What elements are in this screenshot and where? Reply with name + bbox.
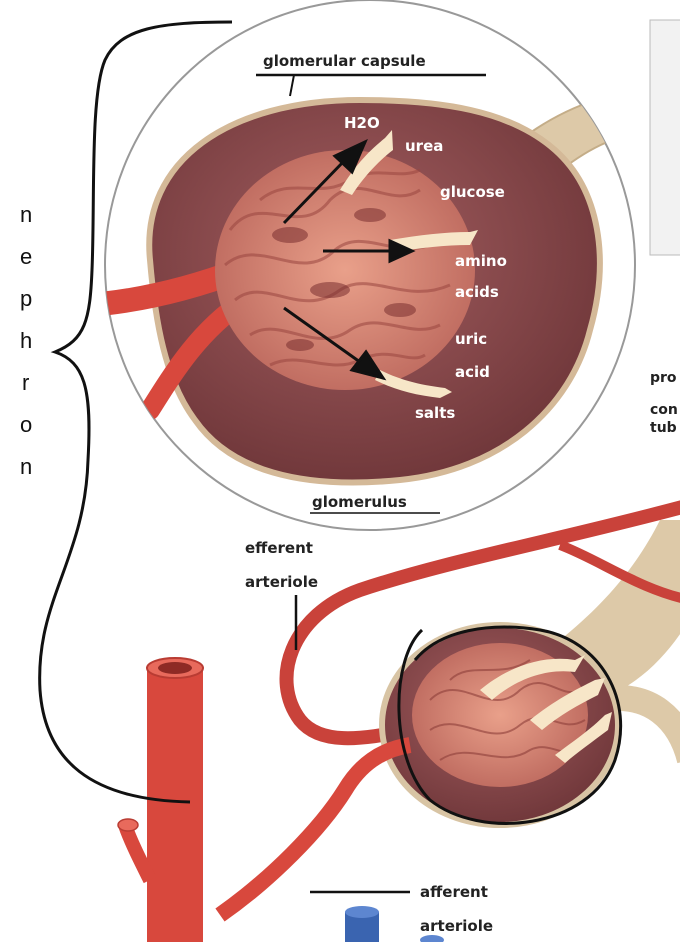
nephron-letter: h bbox=[20, 328, 32, 353]
glomerulus-label: glomerulus bbox=[312, 493, 407, 511]
amino-acids-label-1: amino bbox=[455, 252, 507, 270]
hand-drawn-circle bbox=[397, 625, 623, 825]
amino-acids-label-2: acids bbox=[455, 283, 499, 301]
glomerular-capsule-label: glomerular capsule bbox=[263, 52, 426, 70]
side-panel bbox=[649, 19, 680, 256]
renal-vessel bbox=[147, 668, 203, 942]
nephron-letter: n bbox=[20, 454, 32, 479]
nephron-brace bbox=[38, 20, 233, 804]
lower-glomerulus bbox=[412, 643, 588, 787]
uric-acid-label-1: uric bbox=[455, 330, 487, 348]
afferent-arteriole bbox=[215, 737, 412, 922]
nephron-letter: n bbox=[20, 202, 32, 227]
urea-label: urea bbox=[405, 137, 443, 155]
uric-acid-label-2: acid bbox=[455, 363, 490, 381]
filtration-arrows bbox=[282, 138, 416, 381]
proximal-tubule-label-1: pro bbox=[650, 370, 677, 386]
nephron-letter: e bbox=[20, 244, 32, 269]
efferent-arteriole-label-1: efferent bbox=[245, 539, 313, 557]
efferent-arteriole bbox=[279, 500, 680, 746]
afferent-arteriole-label-2: arteriole bbox=[420, 917, 493, 935]
afferent-arteriole-label-1: afferent bbox=[420, 883, 488, 901]
proximal-tubule-label-2: con bbox=[650, 402, 678, 418]
nephron-letter: o bbox=[20, 412, 32, 437]
nephron-letter: p bbox=[20, 286, 32, 311]
nephron-vertical-label: n e p h r o n bbox=[20, 202, 32, 479]
nephron-letter: r bbox=[22, 370, 29, 395]
salts-label: salts bbox=[415, 404, 455, 422]
proximal-tubule-label-3: tub bbox=[650, 420, 677, 436]
efferent-arteriole-label-2: arteriole bbox=[245, 573, 318, 591]
glucose-label: glucose bbox=[440, 183, 505, 201]
h2o-label: H2O bbox=[344, 114, 380, 132]
